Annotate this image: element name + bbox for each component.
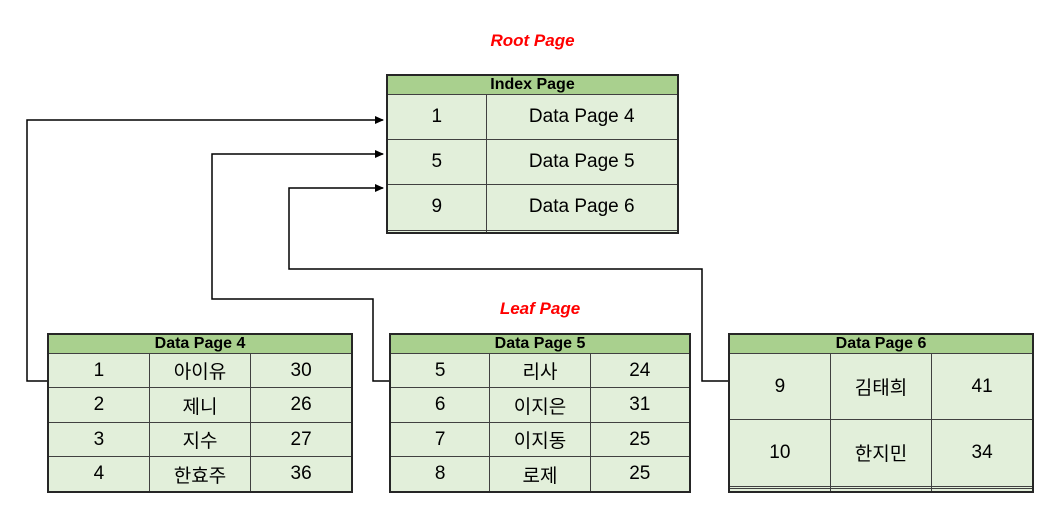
name-cell: 리사	[489, 352, 591, 389]
age-cell	[931, 487, 1034, 493]
age-cell: 27	[250, 421, 353, 458]
index-pointer-cell: Data Page 5	[485, 139, 679, 186]
index-key-cell: 9	[386, 184, 487, 231]
table-row: 4 한효주 36	[47, 456, 353, 493]
name-cell: 이지동	[489, 421, 591, 458]
id-cell	[728, 485, 831, 490]
data-page-5-title: Data Page 5	[389, 333, 691, 354]
table-row: 8 로제 25	[389, 456, 691, 493]
leaf-page-label: Leaf Page	[499, 299, 581, 318]
age-cell: 36	[250, 456, 353, 493]
name-cell: 한효주	[148, 456, 252, 493]
name-cell: 제니	[148, 387, 252, 423]
data-page-4-title: Data Page 4	[47, 333, 353, 354]
id-cell: 9	[728, 352, 831, 421]
name-cell: 지수	[148, 421, 252, 458]
data-page-6-title: Data Page 6	[728, 333, 1034, 354]
age-cell: 34	[931, 419, 1034, 487]
name-cell	[829, 487, 933, 493]
age-cell: 25	[589, 421, 691, 458]
index-pointer-cell: Data Page 6	[485, 184, 679, 231]
index-table-row: 9 Data Page 6	[386, 184, 679, 231]
name-cell: 김태희	[829, 352, 933, 421]
table-row: 5 리사 24	[389, 352, 691, 389]
table-row	[728, 487, 1034, 493]
table-row: 6 이지은 31	[389, 387, 691, 423]
id-cell: 1	[47, 352, 150, 389]
index-page-table-title: Index Page	[386, 74, 679, 95]
index-table-row: 5 Data Page 5	[386, 139, 679, 186]
data-page-5-table: Data Page 5 5 리사 24 6 이지은 31 7 이지동 25	[389, 333, 691, 493]
id-cell: 10	[728, 419, 831, 487]
index-key-cell: 1	[386, 93, 487, 141]
index-key-cell	[386, 229, 487, 234]
age-cell: 41	[931, 352, 1034, 421]
name-cell: 한지민	[829, 419, 933, 487]
index-page-table: Index Page 1 Data Page 4 5 Data Page 5 9…	[386, 74, 679, 234]
table-row: 10 한지민 34	[728, 419, 1034, 487]
id-cell: 7	[389, 421, 491, 458]
table-row: 9 김태희 41	[728, 352, 1034, 421]
index-key-cell: 5	[386, 139, 487, 186]
name-cell: 로제	[489, 456, 591, 493]
table-row: 1 아이유 30	[47, 352, 353, 389]
index-pointer-cell: Data Page 4	[485, 93, 679, 141]
table-row: 7 이지동 25	[389, 421, 691, 458]
table-row: 3 지수 27	[47, 421, 353, 458]
index-pointer-cell	[485, 229, 679, 234]
name-cell: 아이유	[148, 352, 252, 389]
age-cell: 31	[589, 387, 691, 423]
table-row	[728, 485, 1034, 490]
id-cell: 8	[389, 456, 491, 493]
table-row: 2 제니 26	[47, 387, 353, 423]
age-cell	[931, 485, 1034, 490]
data-page-4-table: Data Page 4 1 아이유 30 2 제니 26 3 지수 27	[47, 333, 353, 493]
age-cell: 24	[589, 352, 691, 389]
data-page-6-table: Data Page 6 9 김태희 41 10 한지민 34	[728, 333, 1034, 493]
age-cell: 30	[250, 352, 353, 389]
id-cell	[728, 487, 831, 493]
id-cell: 5	[389, 352, 491, 389]
age-cell: 26	[250, 387, 353, 423]
index-table-row	[386, 229, 679, 234]
id-cell: 2	[47, 387, 150, 423]
index-table-row: 1 Data Page 4	[386, 93, 679, 141]
id-cell: 3	[47, 421, 150, 458]
name-cell: 이지은	[489, 387, 591, 423]
age-cell: 25	[589, 456, 691, 493]
id-cell: 4	[47, 456, 150, 493]
id-cell: 6	[389, 387, 491, 423]
root-page-label: Root Page	[490, 31, 575, 50]
